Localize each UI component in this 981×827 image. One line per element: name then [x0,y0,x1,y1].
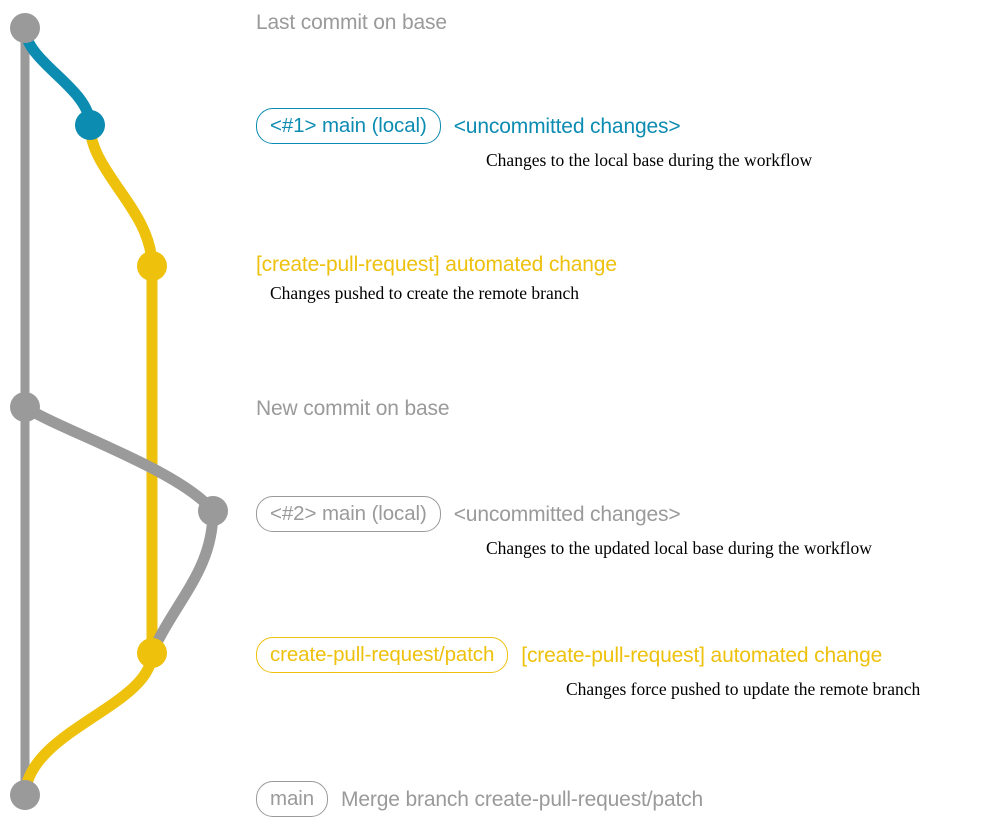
annotation-new-commit-on-base: New commit on base [0,396,981,421]
annotation-last-commit-on-base: Last commit on base [0,10,981,35]
branch-badge-main-local-1[interactable]: <#1> main (local) [256,108,441,144]
commit-node-patch-update[interactable] [137,638,167,668]
subline-force-pushed-update-remote-branch: Changes force pushed to update the remot… [566,679,921,699]
edge-patch-update-to-merge [19,647,158,801]
annotation-merge-branch: main Merge branch create-pull-request/pa… [0,781,981,817]
headline-uncommitted-changes-1: <uncommitted changes> [453,114,681,138]
commit-node-local-1[interactable] [75,110,105,140]
commit-node-base-new[interactable] [10,392,40,422]
commit-node-base-head[interactable] [10,13,40,43]
annotation-patch-create-remote-branch: [create-pull-request] automated change C… [0,252,981,304]
headline-last-commit-on-base: Last commit on base [256,11,447,34]
headline-automated-change-update: [create-pull-request] automated change [521,643,883,667]
subline-updated-local-base-changes: Changes to the updated local base during… [486,538,872,558]
subline-local-base-changes: Changes to the local base during the wor… [486,150,813,170]
edge-basenew-to-local2 [19,401,219,517]
edge-local1-to-patch-create [84,119,158,272]
branch-badge-main-local-2[interactable]: <#2> main (local) [256,496,441,532]
annotation-local-uncommitted-2: <#2> main (local) <uncommitted changes> … [0,496,981,559]
commit-graph [10,13,228,810]
branch-badge-main[interactable]: main [256,781,329,817]
headline-uncommitted-changes-2: <uncommitted changes> [453,502,681,526]
headline-new-commit-on-base: New commit on base [256,397,450,420]
annotation-patch-force-push: create-pull-request/patch [create-pull-r… [0,637,981,700]
commit-node-merge[interactable] [10,780,40,810]
commit-node-patch-create[interactable] [137,251,167,281]
subline-pushed-create-remote-branch: Changes pushed to create the remote bran… [270,283,580,303]
headline-automated-change-create: [create-pull-request] automated change [256,253,617,276]
annotation-local-uncommitted-1: <#1> main (local) <uncommitted changes> … [0,108,981,171]
edge-local2-to-patch-update [146,505,219,659]
branch-badge-create-pull-request-patch[interactable]: create-pull-request/patch [256,637,509,673]
headline-merge-branch: Merge branch create-pull-request/patch [341,787,704,811]
commit-node-local-2[interactable] [198,496,228,526]
